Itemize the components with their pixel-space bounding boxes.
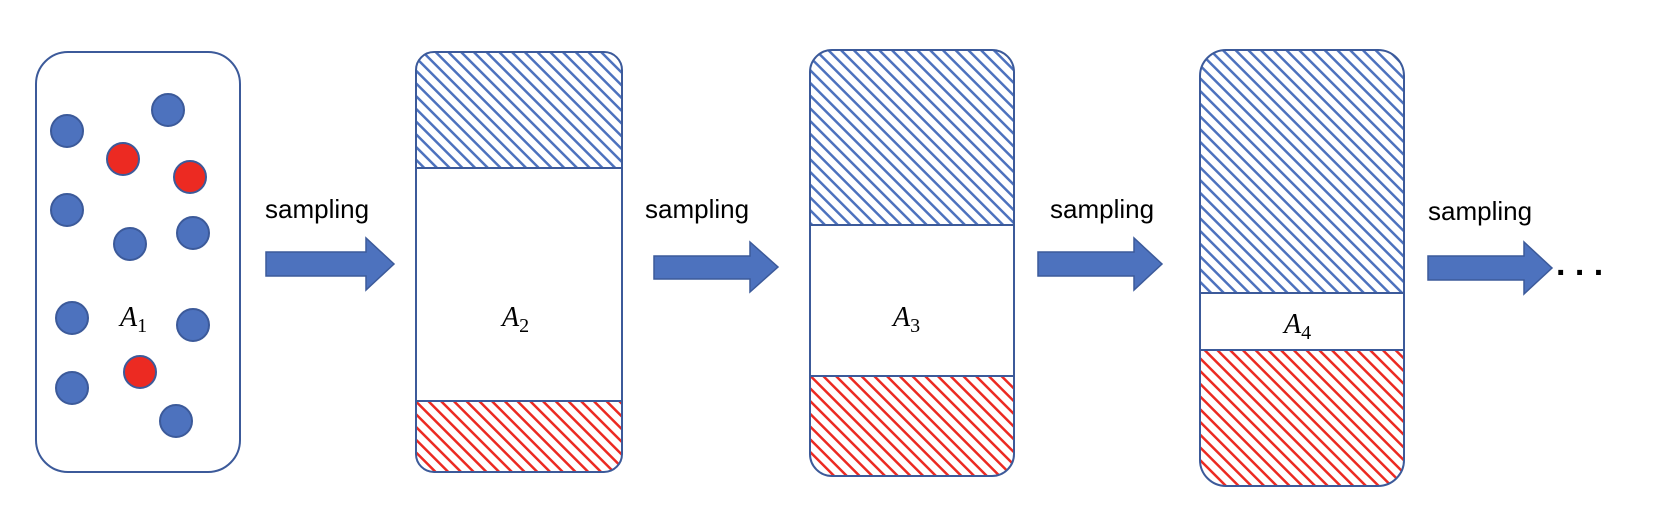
sampling-arrow-1: sampling — [265, 194, 396, 292]
sampling-arrow-3: sampling — [1037, 194, 1164, 292]
label-a2: A2 — [500, 302, 529, 337]
blue-dots — [50, 93, 210, 438]
blue-dot — [151, 93, 185, 127]
red-dot — [123, 355, 157, 389]
red-hatched-region — [1200, 350, 1404, 486]
label-a4: A4 — [1282, 309, 1311, 344]
blue-dot — [159, 404, 193, 438]
sampling-arrow-2: sampling — [645, 194, 780, 294]
continuation-ellipsis: . . . — [1556, 245, 1603, 283]
sampling-label-1: sampling — [265, 194, 369, 224]
label-a3: A3 — [891, 302, 920, 337]
red-hatched-region — [416, 401, 622, 472]
red-dot — [106, 142, 140, 176]
population-box: A1 — [35, 51, 241, 473]
blue-dot — [113, 227, 147, 261]
blue-dot — [50, 193, 84, 227]
blue-hatched-region — [416, 52, 622, 168]
sampling-label-4: sampling — [1428, 196, 1532, 226]
red-dot — [173, 160, 207, 194]
blue-hatched-region — [810, 50, 1014, 225]
sampling-arrow-4: sampling — [1427, 196, 1554, 296]
stage-box-a4: A4 — [1199, 49, 1405, 487]
sampling-label-2: sampling — [645, 194, 749, 224]
blue-dot — [176, 216, 210, 250]
label-a1: A1 — [118, 302, 147, 337]
red-hatched-region — [810, 376, 1014, 476]
blue-dot — [55, 371, 89, 405]
blue-dot — [50, 114, 84, 148]
red-dots — [106, 142, 207, 389]
stage-box-a3: A3 — [809, 49, 1015, 477]
blue-dot — [55, 301, 89, 335]
stage-box-a2: A2 — [415, 51, 623, 473]
blue-hatched-region — [1200, 50, 1404, 293]
blue-dot — [176, 308, 210, 342]
sampling-label-3: sampling — [1050, 194, 1154, 224]
